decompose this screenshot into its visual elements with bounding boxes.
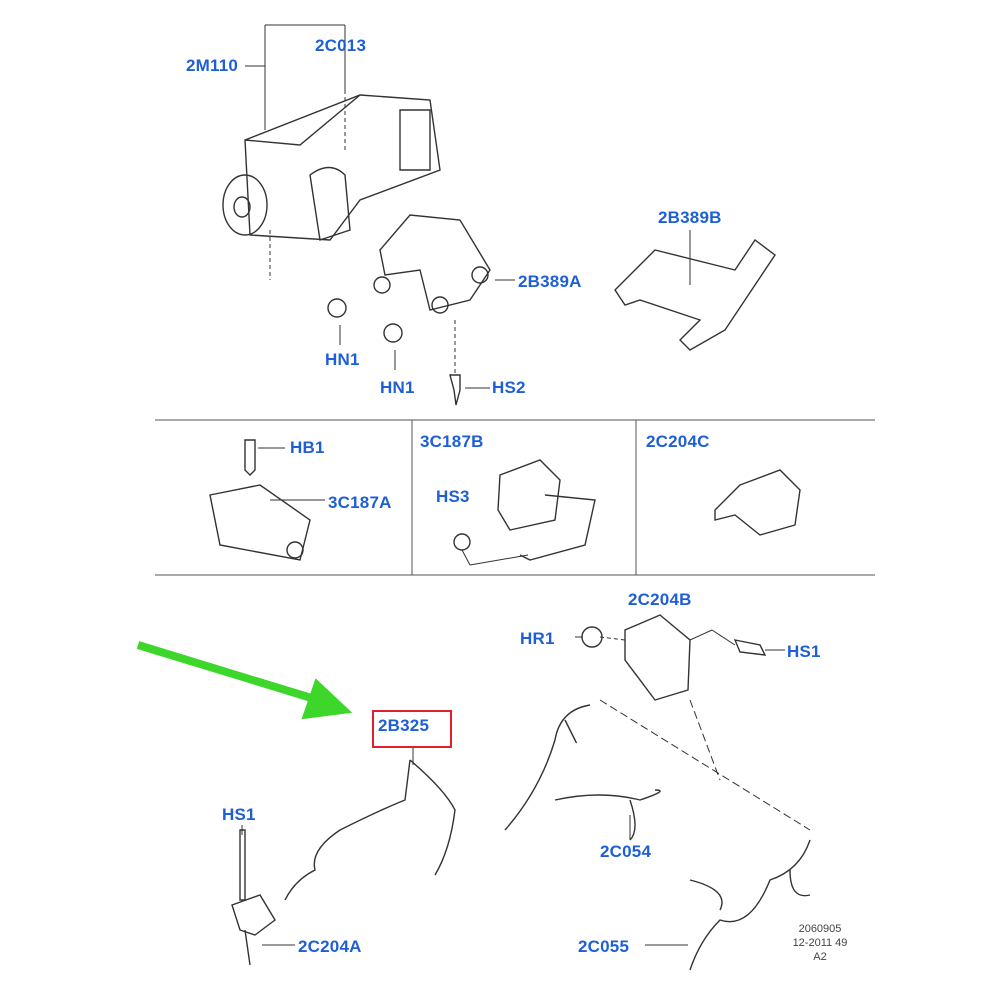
label-HS1[interactable]: HS1 xyxy=(787,642,821,661)
label-2C204C[interactable]: 2C204C xyxy=(646,432,710,451)
bracket-2B389A xyxy=(269,214,491,406)
sensor-2C204C xyxy=(714,469,801,536)
label-2C204A[interactable]: 2C204A xyxy=(298,937,362,956)
abs-module-2M110 xyxy=(222,24,441,241)
panel-frame xyxy=(155,419,875,576)
drawing-number: 2060905 xyxy=(798,923,842,935)
label-HN1[interactable]: HN1 xyxy=(380,378,415,397)
label-2C013[interactable]: 2C013 xyxy=(315,36,367,55)
label-2M110[interactable]: 2M110 xyxy=(186,56,239,75)
label-2B389B[interactable]: 2B389B xyxy=(658,208,722,227)
label-2C204B[interactable]: 2C204B xyxy=(628,590,692,609)
leader-lines xyxy=(241,65,785,946)
label-HS2[interactable]: HS2 xyxy=(492,378,526,397)
label-HS1[interactable]: HS1 xyxy=(222,805,256,824)
label-3C187A[interactable]: 3C187A xyxy=(328,493,392,512)
drawing-code: 2060905 12-2011 49 A2 xyxy=(775,922,865,964)
label-HN1[interactable]: HN1 xyxy=(325,350,360,369)
sensor-cable-2B325 xyxy=(231,748,456,966)
sensor-3C187B xyxy=(453,459,596,566)
drawing-date: 12-2011 49 xyxy=(792,937,848,949)
label-HR1[interactable]: HR1 xyxy=(520,629,555,648)
label-2B325[interactable]: 2B325 xyxy=(378,716,430,735)
sensor-3C187A xyxy=(209,439,325,561)
label-HB1[interactable]: HB1 xyxy=(290,438,325,457)
highlight-box-2B325 xyxy=(372,710,452,748)
wiring-harness xyxy=(504,699,811,971)
green-pointer-arrow xyxy=(136,641,353,720)
drawing-revision: A2 xyxy=(813,951,827,963)
label-3C187B[interactable]: 3C187B xyxy=(420,432,484,451)
label-2C055[interactable]: 2C055 xyxy=(578,937,630,956)
bracket-2B389B xyxy=(614,230,776,351)
sensor-2C204B xyxy=(581,614,767,701)
label-2C054[interactable]: 2C054 xyxy=(600,842,652,861)
label-HS3[interactable]: HS3 xyxy=(436,487,470,506)
label-2B389A[interactable]: 2B389A xyxy=(518,272,582,291)
